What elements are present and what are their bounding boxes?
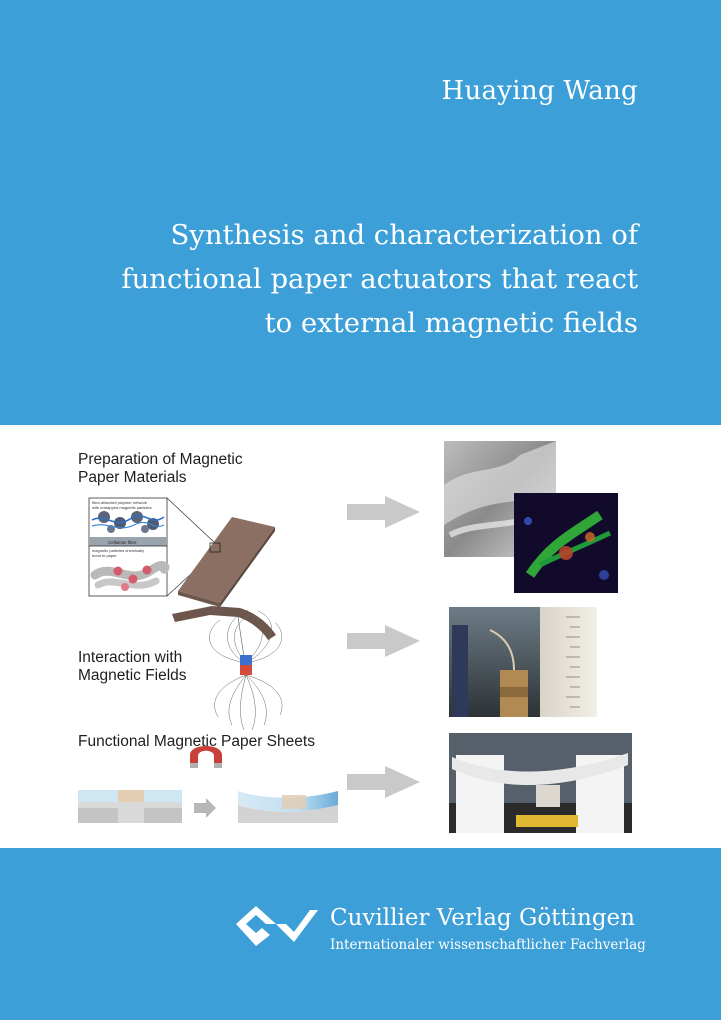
publisher-subtitle: Internationaler wissenschaftlicher Fachv… xyxy=(330,937,646,953)
cellulose-fibre-label: Cellulose fibre xyxy=(108,540,137,545)
bound-particles-label: magnetic particles chemically xyxy=(92,548,144,553)
polymer-network-label: fibre-attached polymer network xyxy=(92,500,147,505)
ruler-photo xyxy=(449,607,597,717)
title-line: functional paper actuators that react xyxy=(121,263,638,295)
magnetic-field-diagram xyxy=(172,606,283,731)
bending-paper-photo xyxy=(449,733,632,833)
preparation-diagram: fibre-attached polymer network with entr… xyxy=(88,497,275,607)
fibre-bundle xyxy=(90,561,170,591)
section-label-preparation: Preparation of Magnetic Paper Materials xyxy=(78,451,243,486)
cover-illustration: Preparation of Magnetic Paper Materials … xyxy=(0,425,721,848)
arrow-row1 xyxy=(347,496,420,528)
title-line: Synthesis and characterization of xyxy=(170,219,638,251)
svg-text:bond to paper: bond to paper xyxy=(92,553,117,558)
section-label-functional: Functional Magnetic Paper Sheets xyxy=(78,733,315,750)
book-title: Synthesis and characterization of functi… xyxy=(38,213,638,345)
cover-top-band: Huaying Wang Synthesis and characterizat… xyxy=(0,0,721,425)
polymer-particles xyxy=(91,511,165,533)
publisher-logo-icon xyxy=(236,906,318,946)
section-label-interaction: Interaction with Magnetic Fields xyxy=(78,649,187,684)
horseshoe-magnet-icon xyxy=(190,746,222,763)
svg-text:with entrapped magnetic partic: with entrapped magnetic particles xyxy=(92,505,152,510)
functional-sheets-diagram xyxy=(78,746,338,823)
cover-bottom-band: Cuvillier Verlag Göttingen International… xyxy=(0,848,721,1020)
fluorescence-image xyxy=(514,493,618,593)
arrow-row2 xyxy=(347,625,420,657)
illustration-graphics: fibre-attached polymer network with entr… xyxy=(78,441,632,833)
title-line: to external magnetic fields xyxy=(264,307,638,339)
paper-sheet xyxy=(178,517,275,603)
publisher-name: Cuvillier Verlag Göttingen xyxy=(330,905,635,931)
arrow-row3 xyxy=(347,766,420,798)
author-name: Huaying Wang xyxy=(441,76,638,106)
